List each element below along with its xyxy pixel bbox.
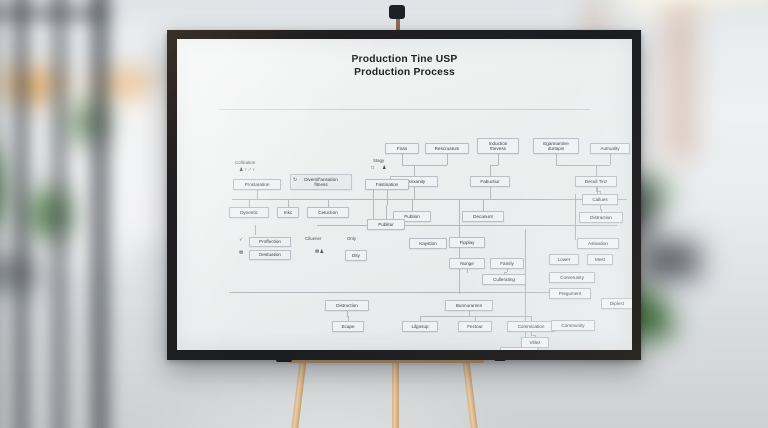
whiteboard-frame: Production Tine USP Production Process F… bbox=[167, 30, 641, 360]
whiteboard-surface: Production Tine USP Production Process F… bbox=[177, 39, 632, 350]
connector-line bbox=[420, 316, 469, 317]
flowchart-node[interactable]: Community bbox=[551, 320, 595, 331]
flowchart-node[interactable]: Proffection bbox=[249, 237, 291, 247]
connector-line bbox=[490, 187, 491, 199]
connector-line bbox=[257, 190, 258, 199]
flowchart-node[interactable]: Diversif'ansation fitness bbox=[290, 174, 352, 190]
connector-line bbox=[596, 165, 597, 176]
flowchart-node[interactable]: Inkc bbox=[277, 207, 299, 218]
connector-line bbox=[317, 225, 617, 226]
connector-line bbox=[483, 199, 484, 211]
flowchart-node[interactable]: Dynentic bbox=[229, 207, 269, 218]
tube-light bbox=[629, 0, 768, 4]
flowchart-node[interactable]: Diplest bbox=[601, 298, 632, 309]
flowchart-node[interactable]: Fabuctiur bbox=[470, 176, 510, 187]
frame-icon: □ bbox=[371, 165, 375, 171]
flowchart-node[interactable]: Publitur bbox=[367, 219, 405, 230]
connector-line bbox=[414, 165, 415, 176]
partition-mullion bbox=[94, 0, 106, 428]
flowchart-label: Collication bbox=[235, 160, 256, 165]
flowchart-node[interactable]: Destuation bbox=[249, 250, 291, 260]
connector-line bbox=[525, 238, 526, 350]
wood-column bbox=[665, 0, 695, 160]
flowchart-node[interactable]: Induction thevess bbox=[477, 138, 519, 154]
connector-line bbox=[255, 225, 256, 235]
connector-line bbox=[387, 190, 388, 205]
easel-leg-center bbox=[392, 352, 399, 428]
connector-line bbox=[402, 154, 403, 165]
flowchart-node[interactable]: Distraction bbox=[579, 212, 623, 223]
flowchart-node[interactable]: Fectour bbox=[458, 321, 492, 332]
flowchart-node[interactable]: Cullerating bbox=[482, 274, 526, 285]
flowchart-node[interactable]: Ecape bbox=[332, 321, 364, 332]
flowchart-node[interactable]: Kaystion bbox=[409, 238, 447, 249]
partition-rail bbox=[0, 10, 110, 17]
plant bbox=[0, 136, 2, 236]
flowchart-label: Stagy bbox=[373, 158, 385, 163]
connector-line bbox=[232, 199, 627, 200]
flowchart-node[interactable]: Decall Tinz bbox=[575, 176, 617, 187]
plant bbox=[26, 188, 72, 238]
flowchart-label: Only bbox=[347, 236, 357, 241]
connector-line bbox=[467, 272, 468, 273]
connector-line bbox=[596, 165, 610, 166]
flowchart-node[interactable]: Lilgnsup bbox=[402, 321, 438, 332]
flowchart-node[interactable]: Distruction bbox=[325, 300, 369, 311]
flowchart-node[interactable]: Pregument bbox=[549, 288, 591, 299]
flowchart-node[interactable]: Autruality bbox=[590, 143, 630, 154]
connector-line bbox=[610, 154, 611, 165]
connector-line bbox=[229, 292, 559, 293]
easel-top-clip bbox=[389, 5, 405, 19]
flowchart-node[interactable]: Varshine bbox=[500, 347, 538, 350]
flowchart-node[interactable]: Callues bbox=[582, 194, 618, 205]
office-chair bbox=[640, 240, 700, 280]
flowchart-node[interactable]: Firan bbox=[385, 143, 419, 154]
flowchart-node[interactable]: Astivation bbox=[577, 238, 619, 249]
flowchart-node[interactable]: Conrerunity bbox=[549, 272, 595, 283]
people-row-icon: ♟♀♂♀ bbox=[239, 167, 256, 173]
connector-line bbox=[414, 165, 447, 166]
flowchart-node[interactable]: Decanunt bbox=[462, 211, 504, 222]
connector-line bbox=[556, 154, 557, 165]
flowchart-node[interactable]: Prostaration bbox=[233, 179, 281, 190]
flowchart-node[interactable]: Commication bbox=[507, 321, 555, 332]
flowchart-node[interactable]: Egannantive durtapis bbox=[533, 138, 579, 154]
refresh-card-icon: ↻ bbox=[293, 177, 298, 183]
flowchart-node[interactable]: Rescruatum bbox=[425, 143, 469, 154]
connector-line bbox=[386, 204, 387, 219]
ceiling-beam bbox=[0, 0, 768, 1]
flowchart-node[interactable]: Lower bbox=[549, 254, 579, 265]
plant bbox=[640, 176, 670, 212]
connector-line bbox=[490, 165, 491, 176]
connector-line bbox=[498, 154, 499, 165]
connector-line bbox=[556, 165, 596, 166]
flowchart-node[interactable]: Nunge bbox=[449, 258, 485, 269]
flowchart-node[interactable]: Bunnuramen bbox=[445, 300, 493, 311]
partition-mullion bbox=[55, 0, 64, 428]
avatar-icon: ⛃ bbox=[239, 250, 244, 256]
connector-line bbox=[575, 194, 576, 240]
connector-line bbox=[469, 316, 531, 317]
flowchart-canvas: Firan Rescruatum Induction thevess Egannant… bbox=[177, 39, 632, 350]
person-stand-icon: ♟ bbox=[382, 165, 387, 171]
flowchart-label: Ciluener bbox=[305, 236, 322, 241]
connector-line bbox=[507, 269, 508, 272]
flowchart-node[interactable]: Fastination bbox=[365, 179, 409, 190]
partition-mullion bbox=[16, 0, 26, 428]
connector-line bbox=[402, 165, 414, 166]
easel-top-stem bbox=[396, 12, 400, 32]
connector-line bbox=[447, 154, 448, 165]
group-icon: ⛃♟ bbox=[315, 249, 325, 255]
connector-line bbox=[414, 187, 415, 199]
flowchart-node[interactable]: Family bbox=[490, 258, 524, 269]
flowchart-node[interactable]: Dity bbox=[345, 250, 367, 261]
flowchart-node[interactable]: Fipplay bbox=[449, 237, 485, 248]
flowchart-node[interactable]: Cetuction bbox=[307, 207, 349, 218]
connector-line bbox=[490, 165, 498, 166]
connector-line bbox=[412, 199, 413, 211]
flowchart-node[interactable]: Mest bbox=[587, 254, 613, 265]
check-icon: ✓ bbox=[239, 237, 244, 243]
